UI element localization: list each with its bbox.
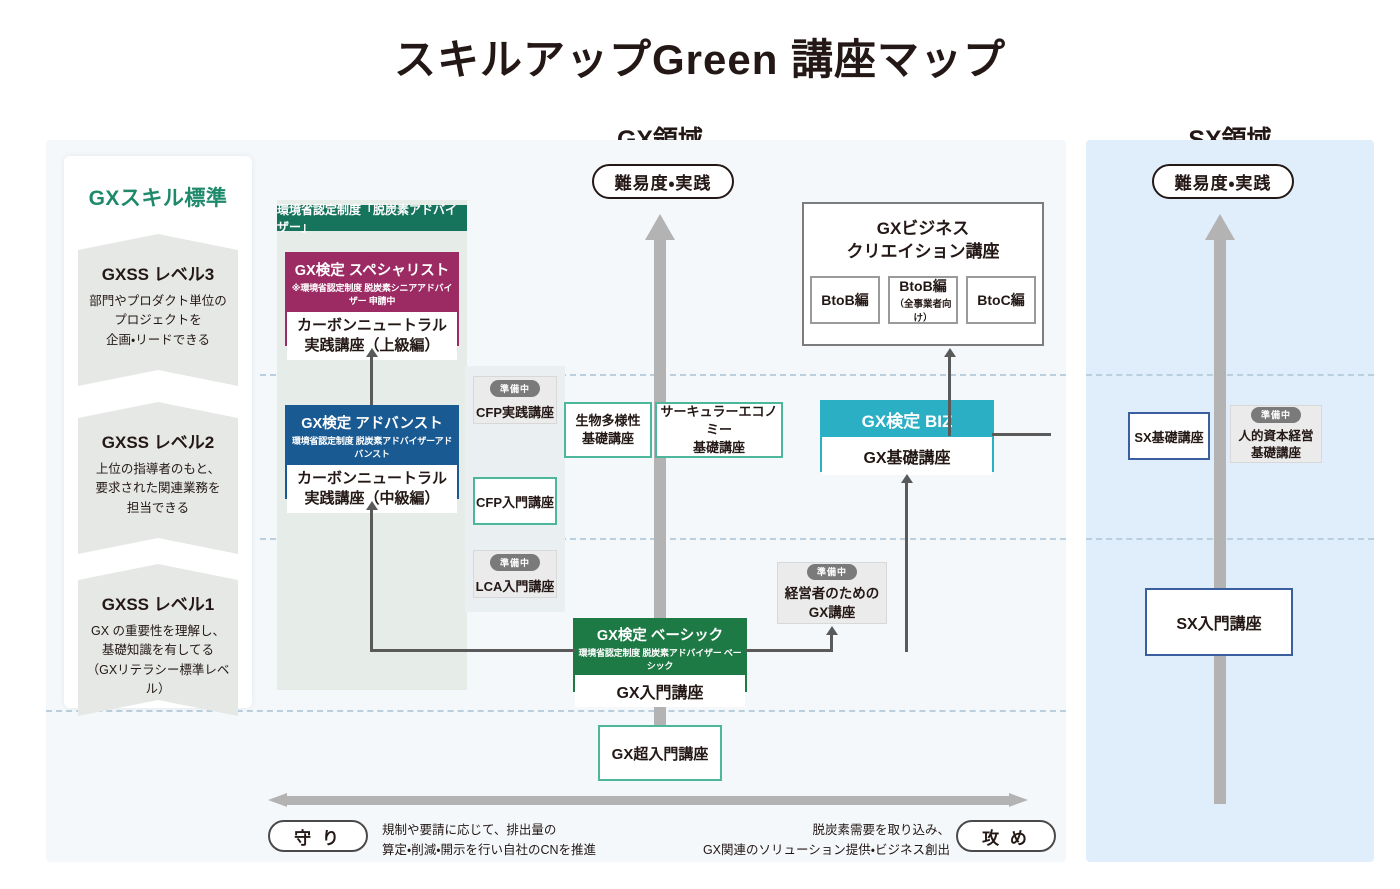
skill-level-3: GXSS レベル3 部門やプロダクト単位の プロジェクトを 企画・リードできる	[78, 234, 238, 386]
gx-super-intro-course[interactable]: GX超入門講座	[598, 725, 722, 781]
skill-level-2: GXSS レベル2 上位の指導者のもと、 要求された関連業務を 担当できる	[78, 402, 238, 554]
ministry-banner-label: 環境省認定制度「脱炭素アドバイザー」	[277, 203, 458, 234]
skill-level-3-name: GXSS レベル3	[101, 265, 215, 284]
gx-basic-card[interactable]: GX検定 ベーシック 環境省認定制度 脱炭素アドバイザー ベーシック GX入門講…	[573, 618, 747, 707]
cfp-practice-course[interactable]: 準備中 CFP実践講座	[473, 376, 557, 424]
gx-specialist-body: カーボンニュートラル 実践講座（上級編）	[287, 312, 457, 360]
sx-basic-course[interactable]: SX基礎講座	[1128, 412, 1210, 460]
gx-level-divider-1	[46, 710, 1066, 712]
edition-btoc-main: BtoC編	[977, 291, 1025, 308]
gx-skill-standard-card: GXスキル標準 GXSS レベル3 部門やプロダクト単位の プロジェクトを 企画…	[64, 156, 252, 708]
scale-right-arrowhead	[1009, 793, 1028, 807]
connector-basic-to-advanced-horizontal	[370, 649, 575, 652]
sx-difficulty-arrow	[1205, 214, 1235, 804]
gx-biz-card[interactable]: GX検定 BIZ GX基礎講座	[820, 400, 994, 475]
sx-difficulty-pill: 難易度・実践	[1152, 164, 1294, 199]
gx-basic-body: GX入門講座	[575, 675, 745, 707]
business-creation-edition-btoc[interactable]: BtoC編	[966, 275, 1036, 324]
connector-basic-to-executive-horizontal	[745, 649, 833, 652]
connector-biz-to-business-creation-vertical	[948, 357, 951, 436]
connector-basic-to-biz-head	[901, 474, 913, 483]
executive-gx-course[interactable]: 準備中 経営者のための GX講座	[777, 562, 887, 624]
gx-advanced-header: GX検定 アドバンスト	[301, 416, 443, 432]
gx-advanced-subheader: 環境省認定制度 脱炭素アドバイザーアドバンスト	[291, 436, 453, 459]
gx-basic-header: GX検定 ベーシック	[596, 628, 724, 644]
gx-basic-subheader: 環境省認定制度 脱炭素アドバイザー ベーシック	[578, 648, 742, 671]
connector-basic-to-biz-vertical	[905, 483, 908, 652]
human-capital-label: 人的資本経営 基礎講座	[1238, 428, 1314, 460]
gx-specialist-card[interactable]: GX検定 スペシャリスト ※環境省認定制度 脱炭素シニアアドバイザー 申請中 カ…	[285, 252, 459, 360]
executive-gx-badge: 準備中	[806, 564, 857, 581]
skill-level-2-description: 上位の指導者のもと、 要求された関連業務を 担当できる	[95, 462, 221, 515]
gx-business-creation-card[interactable]: GXビジネス クリエイション講座 BtoB編 BtoB編 （全事業者向け） Bt…	[802, 202, 1044, 346]
sx-panel	[1086, 140, 1374, 862]
lca-intro-course[interactable]: 準備中 LCA入門講座	[473, 550, 557, 598]
skill-level-1-description: GX の重要性を理解し、 基礎知識を有してる （GXリテラシー標準レベル）	[86, 624, 230, 697]
gx-advanced-card[interactable]: GX検定 アドバンスト 環境省認定制度 脱炭素アドバイザーアドバンスト カーボン…	[285, 405, 459, 513]
edition-btob-all-sub: （全事業者向け）	[894, 298, 952, 324]
sx-level-divider-2	[1086, 538, 1374, 540]
circular-economy-course[interactable]: サーキュラーエコノミー 基礎講座	[655, 402, 783, 458]
gx-specialist-subheader: ※環境省認定制度 脱炭素シニアアドバイザー 申請中	[291, 283, 453, 306]
skill-level-2-name: GXSS レベル2	[101, 433, 215, 452]
cfp-practice-badge: 準備中	[489, 379, 540, 397]
business-creation-edition-btob[interactable]: BtoB編	[810, 275, 880, 324]
ministry-certification-banner: 環境省認定制度「脱炭素アドバイザー」	[277, 203, 467, 234]
sx-intro-course[interactable]: SX入門講座	[1145, 588, 1293, 656]
scale-right-pill: 攻 め	[956, 820, 1056, 852]
cfp-practice-label: CFP実践講座	[475, 404, 554, 420]
connector-basic-to-advanced-vertical	[370, 510, 373, 652]
cfp-intro-course[interactable]: CFP入門講座	[473, 477, 557, 525]
sx-level-divider-3	[1086, 374, 1374, 376]
connector-advanced-to-specialist-head	[366, 348, 378, 357]
biodiversity-course[interactable]: 生物多様性 基礎講座	[564, 402, 652, 458]
scale-left-note: 規制や要請に応じて、排出量の 算定・削減・開示を行い自社のCNを推進	[382, 823, 597, 857]
gx-biz-header: GX検定 BIZ	[861, 412, 953, 431]
scale-bar	[286, 796, 1010, 805]
connector-advanced-to-specialist	[370, 357, 373, 405]
defense-offense-scale	[268, 793, 1028, 807]
business-creation-edition-btob-all[interactable]: BtoB編 （全事業者向け）	[888, 275, 958, 324]
lca-intro-label: LCA入門講座	[475, 578, 555, 594]
connector-basic-to-advanced-head	[366, 501, 378, 510]
executive-gx-label: 経営者のための GX講座	[784, 586, 880, 620]
scale-left-arrowhead	[268, 793, 287, 807]
edition-btob-all-main: BtoB編	[899, 277, 947, 294]
skill-level-1-name: GXSS レベル1	[101, 595, 215, 614]
edition-btob-main: BtoB編	[821, 291, 869, 308]
connector-biz-to-business-creation-head	[944, 348, 956, 357]
connector-basic-to-executive-head	[826, 626, 838, 635]
gx-difficulty-pill: 難易度・実践	[592, 164, 734, 199]
connector-biz-to-business-creation-horizontal	[992, 433, 1051, 436]
scale-left-pill: 守 り	[268, 820, 368, 852]
human-capital-course[interactable]: 準備中 人的資本経営 基礎講座	[1230, 405, 1322, 463]
lca-intro-badge: 準備中	[489, 553, 540, 571]
scale-right-note: 脱炭素需要を取り込み、 GX関連のソリューション提供・ビジネス創出	[702, 823, 950, 857]
gx-business-creation-title: GXビジネス クリエイション講座	[846, 219, 1000, 261]
gx-biz-body: GX基礎講座	[822, 437, 992, 475]
skill-level-1: GXSS レベル1 GX の重要性を理解し、 基礎知識を有してる （GXリテラシ…	[78, 564, 238, 716]
skill-standard-title: GXスキル標準	[88, 187, 228, 210]
skill-level-3-description: 部門やプロダクト単位の プロジェクトを 企画・リードできる	[89, 294, 227, 347]
page-title: スキルアップGreen 講座マップ	[393, 36, 1007, 83]
human-capital-badge: 準備中	[1250, 406, 1301, 423]
connector-basic-to-executive-vertical	[830, 635, 833, 652]
gx-difficulty-arrow	[645, 214, 675, 726]
gx-specialist-header: GX検定 スペシャリスト	[294, 263, 450, 279]
